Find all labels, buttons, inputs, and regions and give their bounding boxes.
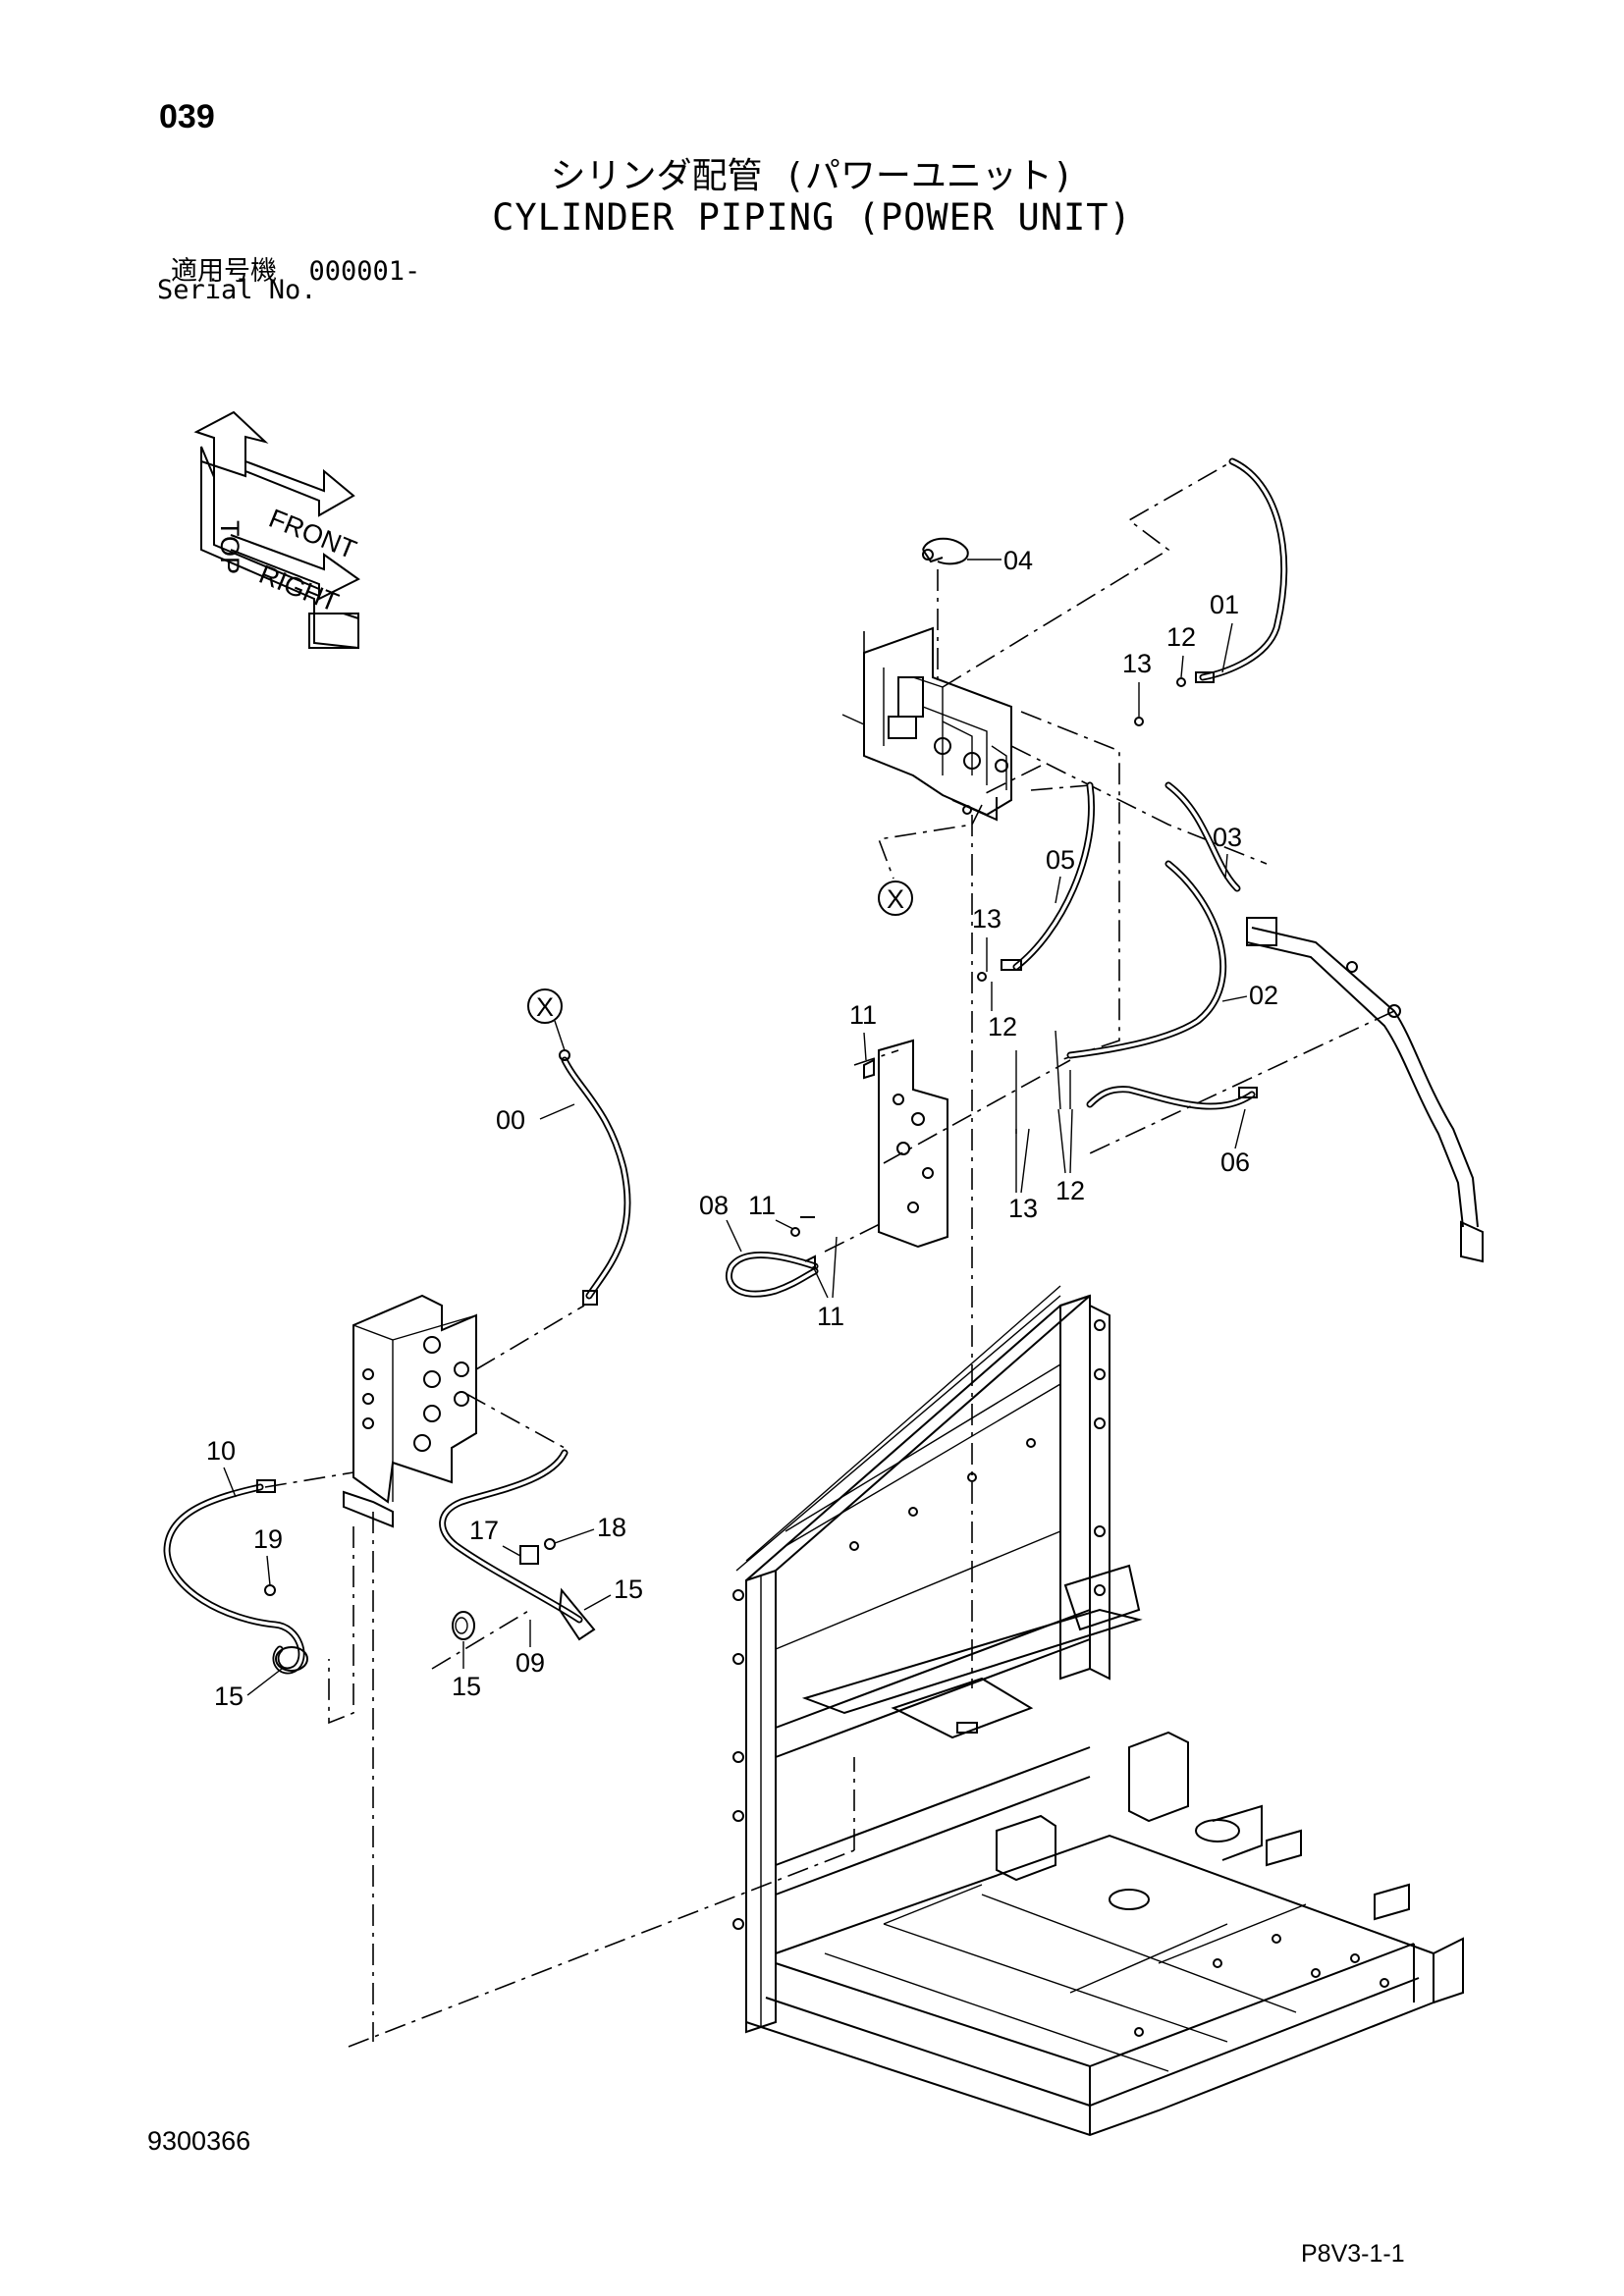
callout-15c: 15 (452, 1672, 481, 1701)
title-english: CYLINDER PIPING (POWER UNIT) (492, 196, 1132, 239)
reference-x-lower-label: X (536, 992, 554, 1022)
orientation-indicator: TOP FRONT RIGHT (193, 410, 360, 650)
leader-lines-upper (877, 460, 1268, 1688)
orientation-label-right: RIGHT (255, 560, 343, 617)
clamp-part-04 (922, 537, 1001, 687)
callout-03: 03 (1213, 823, 1242, 852)
reference-x-lower: X (527, 988, 566, 1051)
callout-12a: 12 (1166, 622, 1196, 652)
callout-12c: 12 (1056, 1176, 1085, 1205)
serial-number-japanese: 適用号機 000001- (171, 249, 420, 288)
valve-block-lower (264, 1294, 855, 2048)
callout-04: 04 (1003, 546, 1033, 575)
hose-10 (163, 1479, 308, 1675)
callout-11a: 11 (849, 1000, 877, 1030)
callout-17: 17 (469, 1516, 499, 1545)
callout-00: 00 (496, 1105, 525, 1135)
callouts: 04 01 12 13 03 05 13 12 02 11 06 13 12 1… (206, 546, 1278, 1711)
page-number: 039 (159, 98, 215, 135)
callout-09: 09 (515, 1648, 545, 1678)
serial-value: 000001- (308, 256, 421, 287)
fittings-lower (264, 1538, 596, 1641)
callout-13c: 13 (1008, 1194, 1038, 1223)
hose-03 (1164, 781, 1241, 892)
fittings-small (790, 1030, 1071, 1268)
callout-11b: 11 (748, 1191, 776, 1220)
serial-label-english: Serial No. (157, 275, 317, 305)
return-pipe (1089, 917, 1484, 1263)
callout-08: 08 (699, 1191, 729, 1220)
hose-08 (725, 1251, 819, 1298)
callout-10: 10 (206, 1436, 236, 1466)
callout-05: 05 (1046, 845, 1075, 875)
hose-02 (1066, 860, 1227, 1059)
callout-18: 18 (597, 1513, 626, 1542)
orientation-label-top: TOP (215, 520, 244, 574)
sheet-code: P8V3-1-1 (1301, 2240, 1405, 2268)
hose-00 (559, 1049, 631, 1306)
hose-09 (439, 1449, 583, 1624)
callout-02: 02 (1249, 981, 1278, 1010)
reference-x-upper-label: X (887, 884, 904, 914)
callout-15a: 15 (214, 1682, 244, 1711)
drawing-number: 9300366 (147, 2126, 251, 2156)
callout-13b: 13 (972, 904, 1001, 934)
hose-06 (1086, 1086, 1258, 1110)
callout-13a: 13 (1122, 649, 1152, 678)
callout-06: 06 (1220, 1148, 1250, 1177)
bracket-plate (824, 1039, 1071, 1253)
callout-15b: 15 (614, 1575, 643, 1604)
main-frame (732, 1285, 1464, 2137)
callout-19: 19 (253, 1524, 283, 1554)
callout-11c: 11 (817, 1302, 844, 1331)
hose-05 (977, 781, 1095, 982)
orientation-label-front: FRONT (265, 504, 360, 565)
callout-12b: 12 (988, 1012, 1017, 1041)
title-japanese: シリンダ配管 (パワーユニット) (550, 156, 1074, 196)
valve-block-upper (841, 626, 1012, 822)
callout-01: 01 (1210, 590, 1239, 619)
reference-x-upper: X (878, 881, 913, 916)
hose-01 (1134, 457, 1288, 726)
serial-label-japanese: 適用号機 (171, 256, 277, 287)
